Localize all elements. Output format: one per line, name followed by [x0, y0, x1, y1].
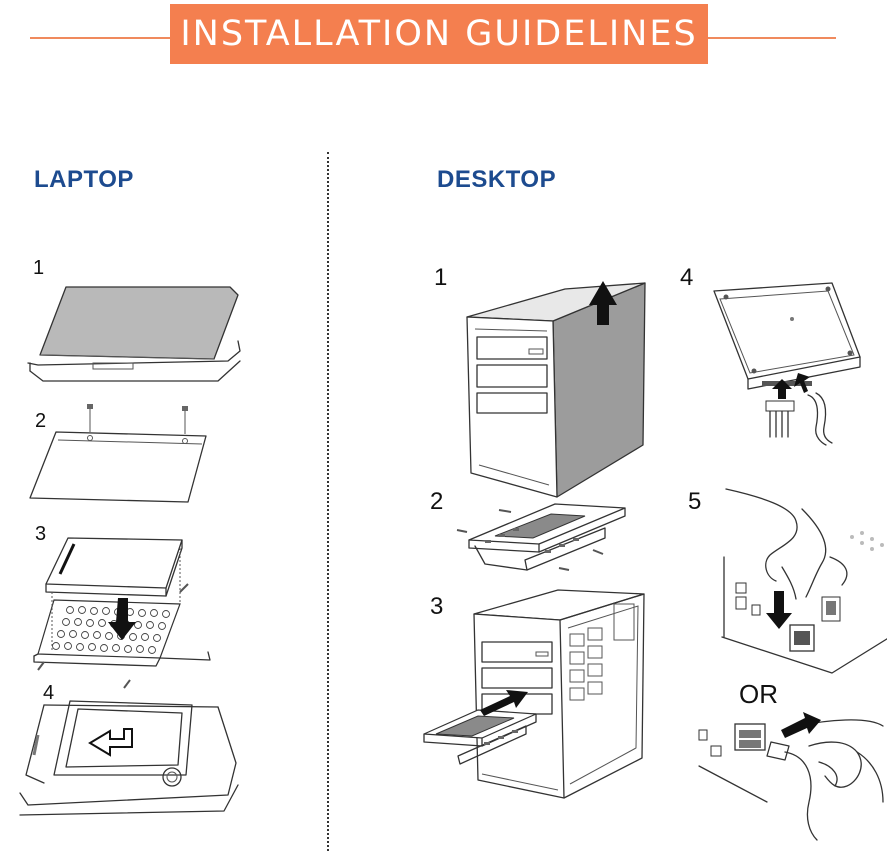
laptop-step-3-illustration — [33, 537, 211, 689]
desktop-step-5-alt-illustration — [698, 712, 884, 841]
or-label: OR — [739, 679, 778, 709]
laptop-step-1-number: 1 — [33, 257, 45, 279]
desktop-step-5-number: 5 — [688, 488, 702, 515]
page-title: INSTALLATION GUIDELINES — [170, 4, 708, 64]
desktop-step-5-illustration — [721, 488, 887, 674]
desktop-step-4-illustration — [713, 282, 861, 446]
section-divider — [327, 152, 329, 851]
header-rule-left — [30, 37, 170, 39]
desktop-step-1-number: 1 — [434, 264, 448, 291]
desktop-step-2-number: 2 — [430, 488, 444, 515]
desktop-step-2-illustration — [456, 503, 626, 571]
laptop-step-1-illustration — [27, 286, 241, 382]
desktop-step-1-illustration — [466, 281, 646, 498]
laptop-step-3-number: 3 — [35, 523, 47, 545]
laptop-section-title: LAPTOP — [34, 166, 134, 193]
laptop-step-2-number: 2 — [35, 410, 47, 432]
desktop-section-title: DESKTOP — [437, 166, 557, 193]
laptop-step-4-illustration — [19, 700, 239, 816]
desktop-step-3-number: 3 — [430, 593, 444, 620]
header-rule-right — [708, 37, 836, 39]
desktop-step-3-illustration — [423, 589, 645, 799]
desktop-step-4-number: 4 — [680, 264, 694, 291]
laptop-step-4-number: 4 — [43, 682, 55, 704]
laptop-step-2-illustration — [29, 404, 207, 503]
